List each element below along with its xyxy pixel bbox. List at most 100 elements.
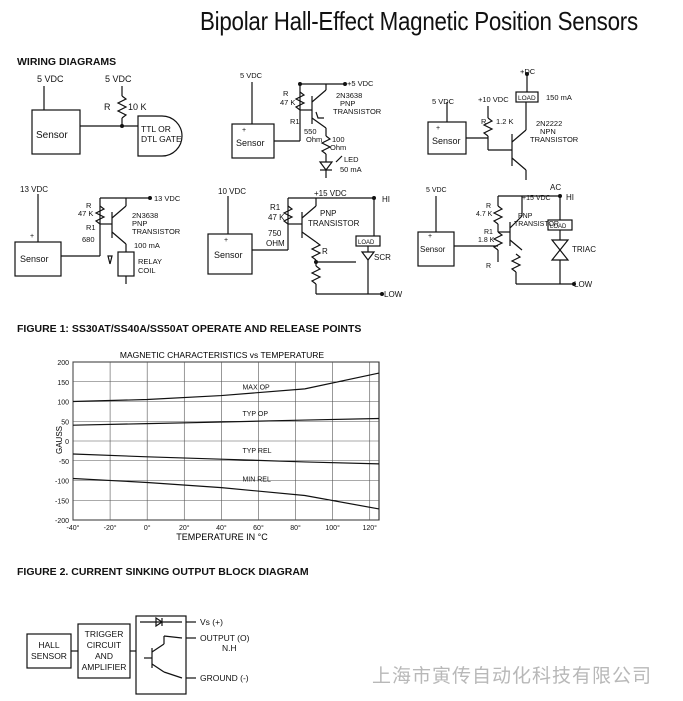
d3-t2: NPN [540, 127, 556, 136]
d2-r-value: 47 K [280, 98, 295, 107]
d4-r1v: 680 [82, 235, 95, 244]
chart-x-tick-label: 120° [362, 524, 377, 532]
d6-r-label: R [486, 203, 491, 210]
d5-t2: TRANSISTOR [308, 219, 360, 228]
wiring-diagrams: 5 VDC 5 VDC R 10 K Sensor TTL OR DTL GAT… [14, 67, 596, 299]
d5-r1: R1 [270, 203, 281, 212]
d5-v15: +15 VDC [314, 189, 347, 198]
d2-r1v: 550 [304, 127, 317, 136]
chart-x-tick-label: 20° [179, 524, 190, 532]
d6-load: LOAD [550, 224, 567, 230]
d2-plus: +5 VDC [347, 79, 374, 88]
output-stage-block [135, 615, 187, 695]
chart-y-tick-label: -150 [55, 498, 69, 505]
d2-t1: 2N3638 [336, 91, 362, 100]
d4-vdc: 13 VDC [20, 185, 48, 194]
chart-ticks: 200150100500-50-100-150-200-40°-20°0°20°… [55, 360, 377, 532]
d3-vdc: 5 VDC [432, 97, 455, 106]
chart-y-tick-label: -50 [59, 459, 69, 466]
chart-x-tick-label: -20° [104, 524, 117, 532]
d2-vdc: 5 VDC [240, 71, 263, 80]
d6-sensor: Sensor [420, 245, 446, 254]
d4-t1: 2N3638 [132, 211, 158, 220]
chart-x-tick-label: 80° [290, 524, 301, 532]
d2-ma: 50 mA [340, 165, 362, 174]
chart-y-tick-label: 100 [57, 400, 69, 407]
chart-x-axis-label: TEMPERATURE IN °C [176, 532, 268, 542]
chart-series-line-typ-op [72, 417, 380, 426]
d6-pin: + [428, 233, 432, 240]
output-label-1: OUTPUT (O) [200, 633, 250, 643]
hall-label-1: HALL [38, 640, 60, 650]
d1-gate1: TTL OR [141, 124, 171, 134]
d4-relay2: COIL [138, 266, 156, 275]
chart-x-tick-label: 40° [216, 524, 227, 532]
d4-r-label: R [86, 201, 92, 210]
chart-x-tick-label: 60° [253, 524, 264, 532]
trigger-label-4: AMPLIFIER [82, 662, 127, 672]
trigger-label-3: AND [95, 651, 113, 661]
d1-r-label: R [104, 102, 111, 112]
chart-y-tick-label: 0 [65, 439, 69, 446]
d6-r-value: 4.7 K [476, 211, 493, 218]
trigger-label-1: TRIGGER [85, 629, 124, 639]
d3-load: LOAD [518, 95, 536, 102]
d6-ac: AC [550, 183, 561, 192]
d1-sensor: Sensor [36, 130, 68, 141]
chart-y-tick-label: -100 [55, 479, 69, 486]
d5-load: LOAD [358, 240, 375, 246]
d4-relay1: RELAY [138, 257, 162, 266]
d5-low: LOW [384, 290, 403, 299]
d1-v2: 5 VDC [105, 74, 132, 84]
d3-t1: 2N2222 [536, 119, 562, 128]
company-watermark: 上海市寅传自动化科技有限公司 [372, 665, 653, 687]
d3-sensor: Sensor [432, 136, 461, 146]
d3-v10: +10 VDC [478, 95, 509, 104]
page-title: Bipolar Hall-Effect Magnetic Position Se… [200, 6, 638, 36]
d4-v13: 13 VDC [154, 194, 181, 203]
chart-title: MAGNETIC CHARACTERISTICS vs TEMPERATURE [120, 350, 325, 360]
d5-vdc: 10 VDC [218, 187, 246, 196]
d5-r-label: R [322, 247, 328, 256]
d2-r-label: R [283, 89, 289, 98]
d3-ma: 150 mA [546, 93, 572, 102]
d4-t3: TRANSISTOR [132, 227, 181, 236]
ground-label: GROUND (-) [200, 673, 249, 683]
chart-series-line-min-rel [72, 477, 380, 510]
d5-hi: HI [382, 195, 390, 204]
d2-led: LED [344, 155, 359, 164]
d2-pin: + [242, 127, 246, 134]
chart-series-line-max-op [72, 372, 380, 403]
d4-t2: PNP [132, 219, 147, 228]
d1-r-value: 10 K [128, 102, 147, 112]
d6-v15: +15 VDC [522, 195, 551, 202]
d6-r1v: 1.8 K [478, 237, 495, 244]
d3-r-value: 1.2 K [496, 117, 514, 126]
output-label-2: N.H [222, 643, 237, 653]
d3-pin: + [436, 125, 440, 132]
d6-t2: TRANSISTOR [514, 221, 559, 228]
d2-t3: TRANSISTOR [333, 107, 382, 116]
d5-ohm: OHM [266, 239, 285, 248]
d5-scr: SCR [374, 253, 391, 262]
d3-r-label: R [481, 117, 487, 126]
d2-r2v: 100 [332, 135, 345, 144]
figure2-heading: FIGURE 2. CURRENT SINKING OUTPUT BLOCK D… [17, 566, 309, 578]
chart-y-tick-label: 50 [61, 419, 69, 426]
chart-series-label: MIN REL [242, 477, 270, 484]
d2-r1u: Ohm [306, 135, 322, 144]
d6-vdc: 5 VDC [426, 187, 447, 194]
d6-low: LOW [574, 280, 593, 289]
d4-r-value: 47 K [78, 209, 93, 218]
chart-x-tick-label: 0° [144, 524, 151, 532]
chart-series-line-typ-rel [72, 453, 380, 465]
d6-hi: HI [566, 193, 574, 202]
d2-t2: PNP [340, 99, 355, 108]
chart-y-axis-label: GAUSS [55, 426, 64, 454]
d6-r1: R1 [484, 229, 493, 236]
d2-r1: R1 [290, 117, 300, 126]
chart-grid [72, 361, 380, 521]
chart-series-label: TYP OP [242, 411, 268, 418]
d5-t1: PNP [320, 209, 336, 218]
